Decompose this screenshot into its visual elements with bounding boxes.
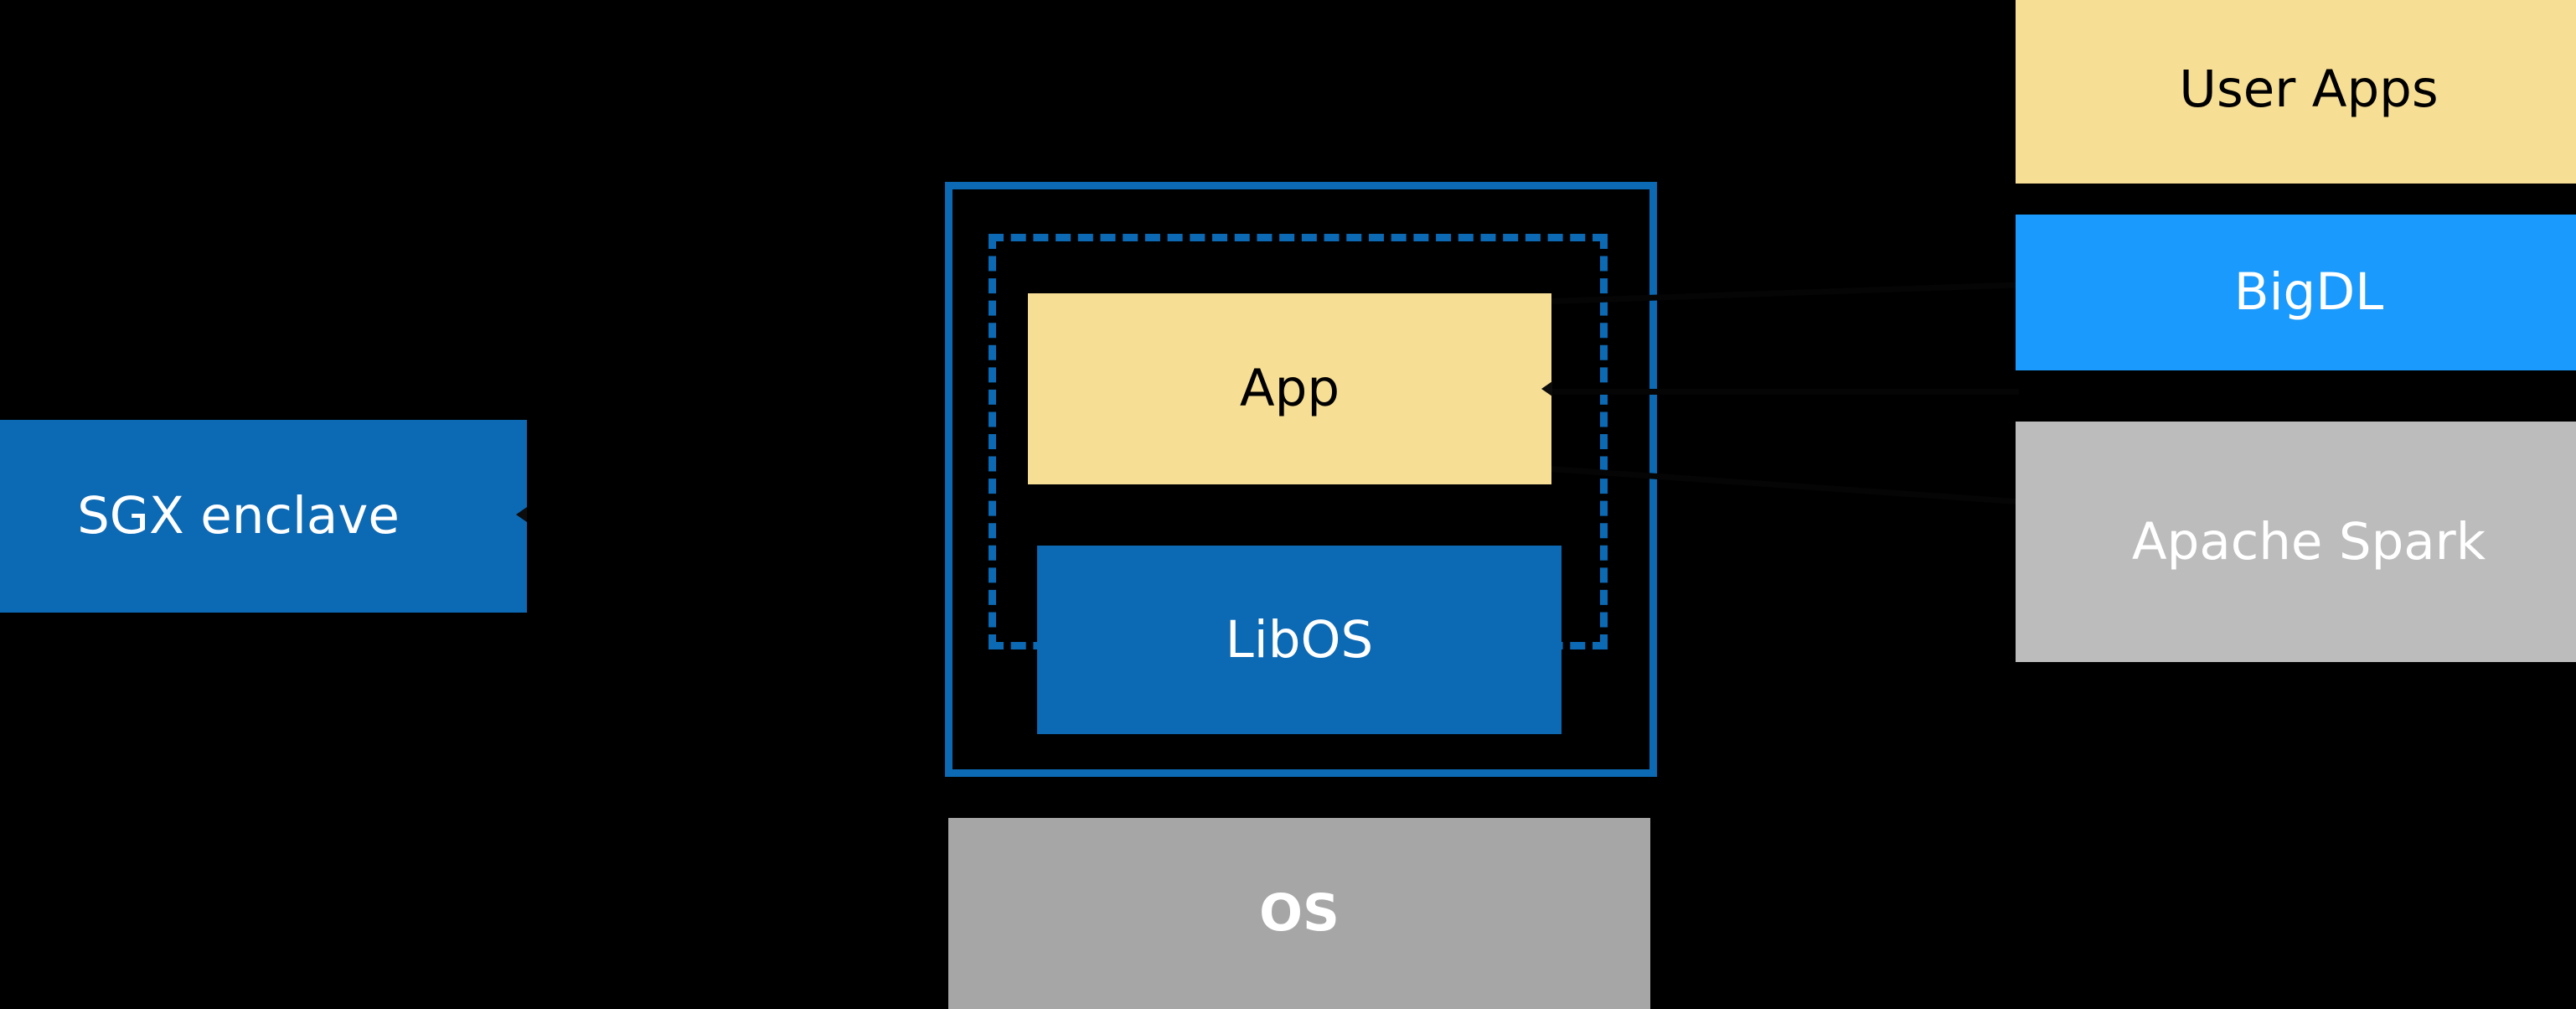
app-label: App — [1239, 359, 1340, 419]
arrow-to-sgx-icon — [516, 507, 527, 522]
user-apps-box: User Apps — [2016, 0, 2576, 184]
apache-spark-label: Apache Spark — [2131, 511, 2486, 572]
bigdl-label: BigDL — [2233, 262, 2384, 323]
enclave-boundary-frame — [945, 182, 1657, 777]
arrow-to-app-icon — [1541, 381, 1552, 396]
libos-box: LibOS — [1037, 546, 1562, 734]
sgx-enclave-box: SGX enclave — [0, 420, 527, 613]
apache-spark-box: Apache Spark — [2016, 422, 2576, 662]
app-box: App — [1028, 293, 1551, 484]
user-apps-label: User Apps — [2179, 59, 2439, 119]
libos-label: LibOS — [1225, 609, 1374, 670]
bigdl-box: BigDL — [2016, 215, 2576, 370]
connector-bigdl-to-app — [1550, 389, 2019, 395]
sgx-enclave-label: SGX enclave — [77, 486, 400, 546]
os-box: OS — [948, 818, 1650, 1009]
os-label: OS — [1259, 883, 1340, 944]
